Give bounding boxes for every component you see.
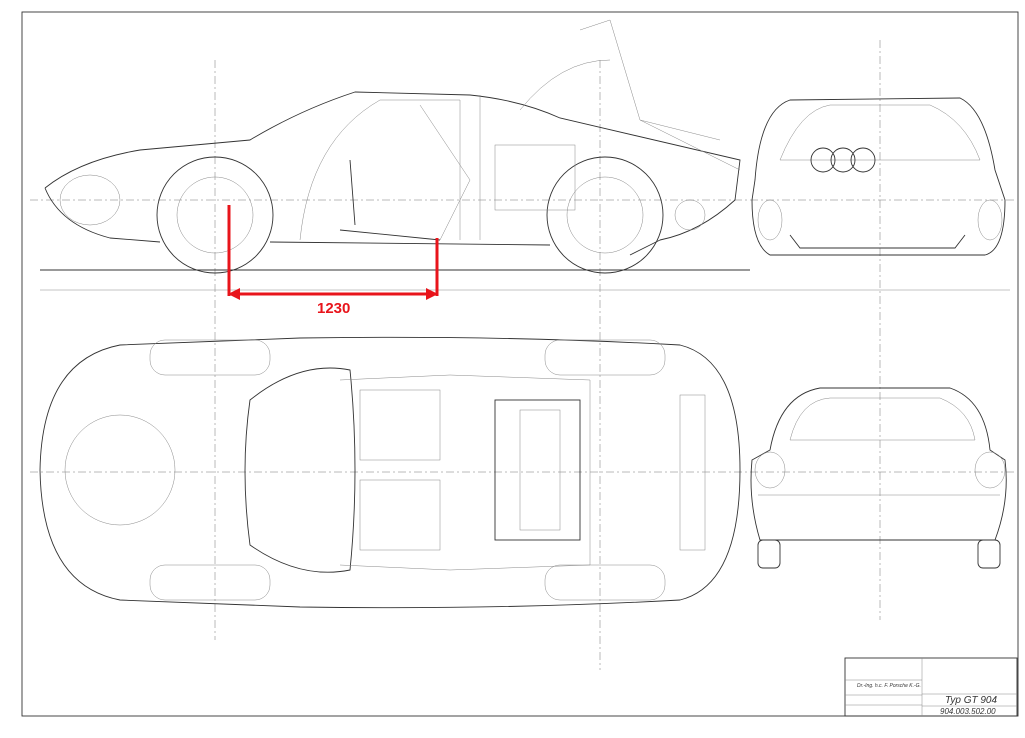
top-view — [39, 336, 741, 609]
drawing-type: Typ GT 904 — [945, 695, 998, 706]
company-name: Dr.-Ing. h.c. F. Porsche K.-G. — [857, 683, 921, 689]
dimension-label: 1230 — [317, 300, 351, 317]
side-view — [40, 19, 1010, 291]
drawing-number: 904.003.502.00 — [940, 707, 996, 716]
drawing-frame — [21, 11, 1019, 717]
title-block — [844, 657, 1018, 717]
wheelbase-dimension — [227, 205, 439, 300]
front-view — [751, 97, 1006, 256]
rear-view — [750, 387, 1007, 569]
